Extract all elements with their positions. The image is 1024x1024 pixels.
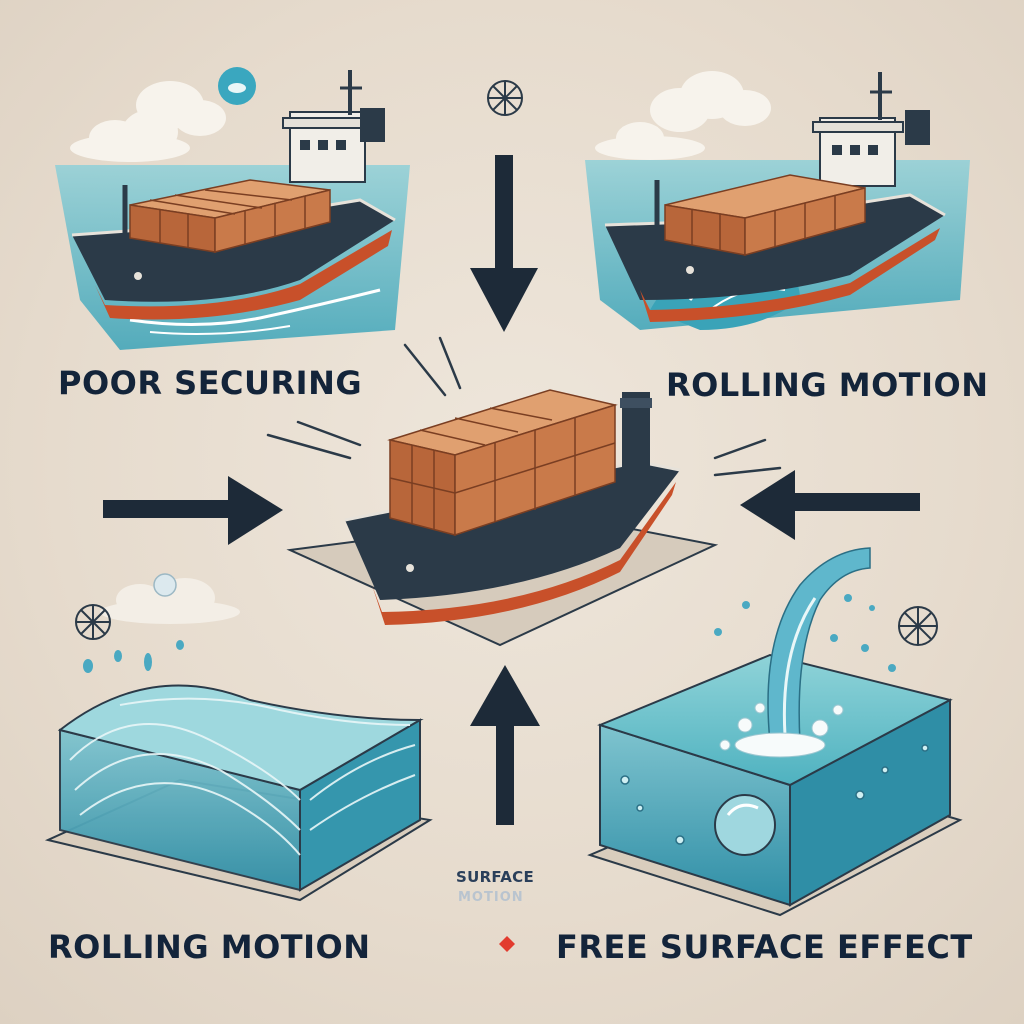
cloud-icon bbox=[595, 71, 771, 160]
arrow-right-icon bbox=[103, 476, 283, 545]
cargo-containers bbox=[129, 179, 331, 253]
motion-lines bbox=[266, 336, 782, 477]
water-drop-icon bbox=[714, 594, 896, 672]
ship-icon bbox=[344, 389, 681, 625]
label-free-surface-effect: FREE SURFACE EFFECT bbox=[556, 928, 973, 966]
arrow-down-icon bbox=[470, 155, 538, 332]
ship-icon bbox=[604, 72, 946, 322]
scene-poor-securing bbox=[55, 67, 410, 350]
label-motion-faded: MOTION bbox=[458, 890, 524, 905]
arrow-left-icon bbox=[740, 470, 920, 540]
compass-wheel-icon bbox=[75, 604, 111, 640]
scene-rolling-motion-bottom bbox=[44, 573, 433, 902]
cloud-icon bbox=[70, 81, 226, 162]
label-poor-securing: POOR SECURING bbox=[58, 364, 363, 402]
label-rolling-motion-bottom: ROLLING MOTION bbox=[48, 928, 371, 966]
ship-icon bbox=[71, 70, 396, 320]
red-diamond-icon bbox=[499, 936, 515, 952]
scene-rolling-motion-top bbox=[585, 71, 970, 330]
label-surface-small: SURFACE bbox=[456, 868, 535, 886]
arrow-up-icon bbox=[470, 665, 540, 825]
bubble-icon bbox=[714, 794, 776, 856]
scene-free-surface-effect bbox=[587, 547, 963, 917]
cargo-containers bbox=[387, 389, 618, 537]
cloud-icon bbox=[100, 578, 240, 624]
cargo-containers bbox=[664, 174, 866, 256]
label-rolling-motion-top: ROLLING MOTION bbox=[666, 366, 989, 404]
compass-wheel-icon bbox=[898, 606, 938, 646]
water-drop-icon bbox=[83, 640, 184, 673]
sun-icon bbox=[218, 67, 256, 105]
center-ship-scene bbox=[286, 389, 719, 647]
compass-wheel-icon bbox=[487, 80, 523, 116]
